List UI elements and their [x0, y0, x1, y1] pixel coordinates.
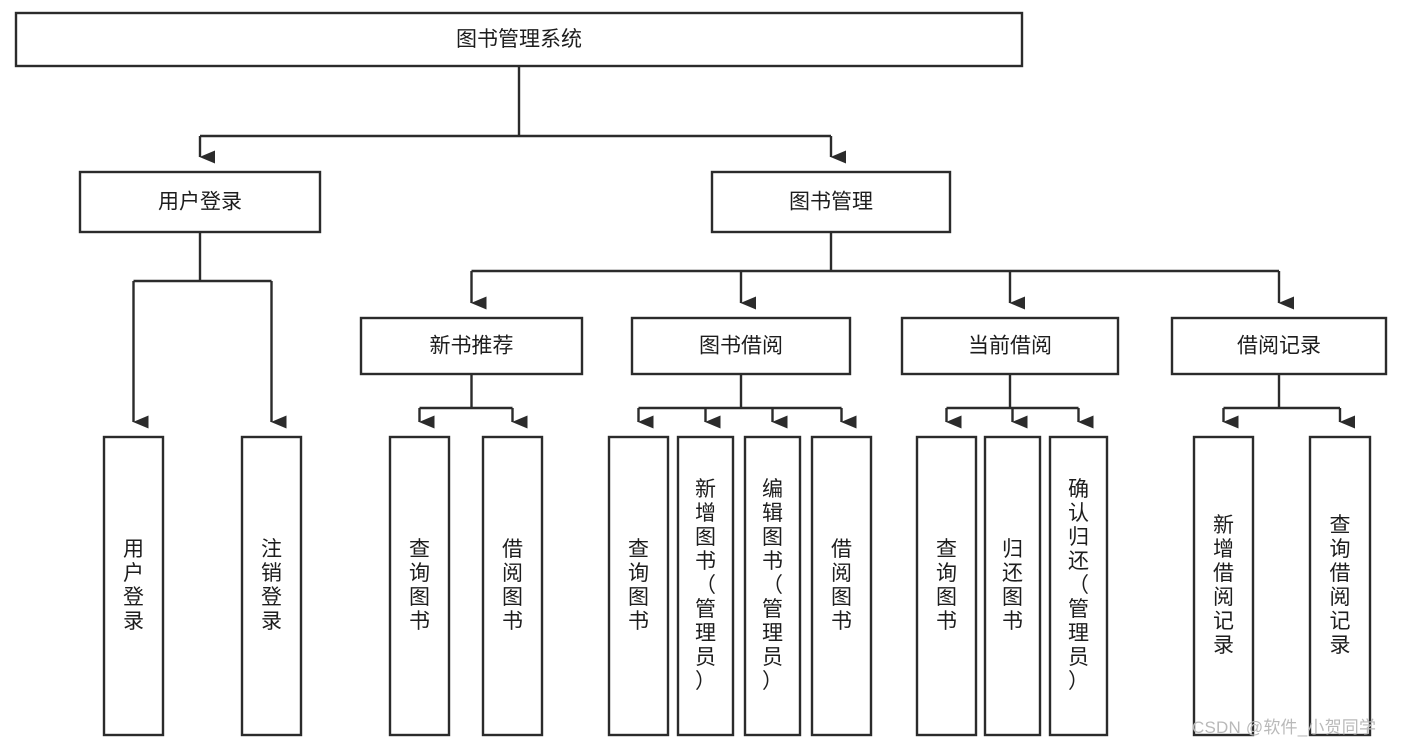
- node-borrow-record-label: 借阅记录: [1237, 335, 1321, 358]
- leaf-add-record-label: 新增借阅记录: [1213, 514, 1234, 657]
- leaf-borrow-book-1[interactable]: 借阅图书: [481, 435, 544, 737]
- leaf-edit-book-admin-label: 编辑图书（管理员）: [762, 478, 783, 693]
- node-user-login-label: 用户登录: [158, 191, 242, 214]
- leaf-logout-label: 注销登录: [261, 538, 282, 633]
- node-new-book-recommend[interactable]: 新书推荐: [359, 316, 584, 376]
- leaf-edit-book-admin[interactable]: 编辑图书（管理员）: [743, 435, 802, 737]
- leaf-query-book-3-label: 查询图书: [936, 538, 957, 633]
- leaf-return-book-label: 归还图书: [1002, 538, 1023, 633]
- node-new-book-recommend-label: 新书推荐: [430, 335, 514, 358]
- leaf-add-book-admin-label: 新增图书（管理员）: [695, 478, 716, 693]
- node-current-borrow[interactable]: 当前借阅: [900, 316, 1120, 376]
- leaf-query-book-1[interactable]: 查询图书: [388, 435, 451, 737]
- node-book-manage-label: 图书管理: [789, 191, 873, 214]
- leaf-add-record[interactable]: 新增借阅记录: [1192, 435, 1255, 737]
- leaf-user-login-label: 用户登录: [123, 538, 144, 633]
- leaf-query-record[interactable]: 查询借阅记录: [1308, 435, 1372, 737]
- leaf-borrow-book-1-label: 借阅图书: [502, 538, 523, 633]
- leaf-query-book-2-label: 查询图书: [628, 538, 649, 633]
- node-borrow-record[interactable]: 借阅记录: [1170, 316, 1388, 376]
- node-book-borrow-label: 图书借阅: [699, 335, 783, 358]
- leaf-return-book[interactable]: 归还图书: [983, 435, 1042, 737]
- leaf-confirm-return-label: 确认归还（管理员）: [1068, 478, 1089, 693]
- leaf-logout[interactable]: 注销登录: [240, 435, 303, 737]
- leaf-query-book-3[interactable]: 查询图书: [915, 435, 978, 737]
- node-current-borrow-label: 当前借阅: [968, 335, 1052, 358]
- connector-lines: [132, 66, 1355, 429]
- leaf-borrow-book-2-label: 借阅图书: [831, 538, 852, 633]
- node-boxes: 图书管理系统用户登录图书管理新书推荐图书借阅当前借阅借阅记录用户登录注销登录查询…: [14, 11, 1388, 737]
- leaf-query-book-2[interactable]: 查询图书: [607, 435, 670, 737]
- leaf-borrow-book-2[interactable]: 借阅图书: [810, 435, 873, 737]
- leaf-add-book-admin[interactable]: 新增图书（管理员）: [676, 435, 735, 737]
- leaf-query-book-1-label: 查询图书: [409, 538, 430, 633]
- node-user-login[interactable]: 用户登录: [78, 170, 322, 234]
- node-book-borrow[interactable]: 图书借阅: [630, 316, 852, 376]
- node-book-manage[interactable]: 图书管理: [710, 170, 952, 234]
- node-root-system-label: 图书管理系统: [456, 28, 582, 51]
- node-root-system[interactable]: 图书管理系统: [14, 11, 1024, 68]
- leaf-user-login[interactable]: 用户登录: [102, 435, 165, 737]
- leaf-query-record-label: 查询借阅记录: [1330, 514, 1351, 657]
- leaf-confirm-return[interactable]: 确认归还（管理员）: [1048, 435, 1109, 737]
